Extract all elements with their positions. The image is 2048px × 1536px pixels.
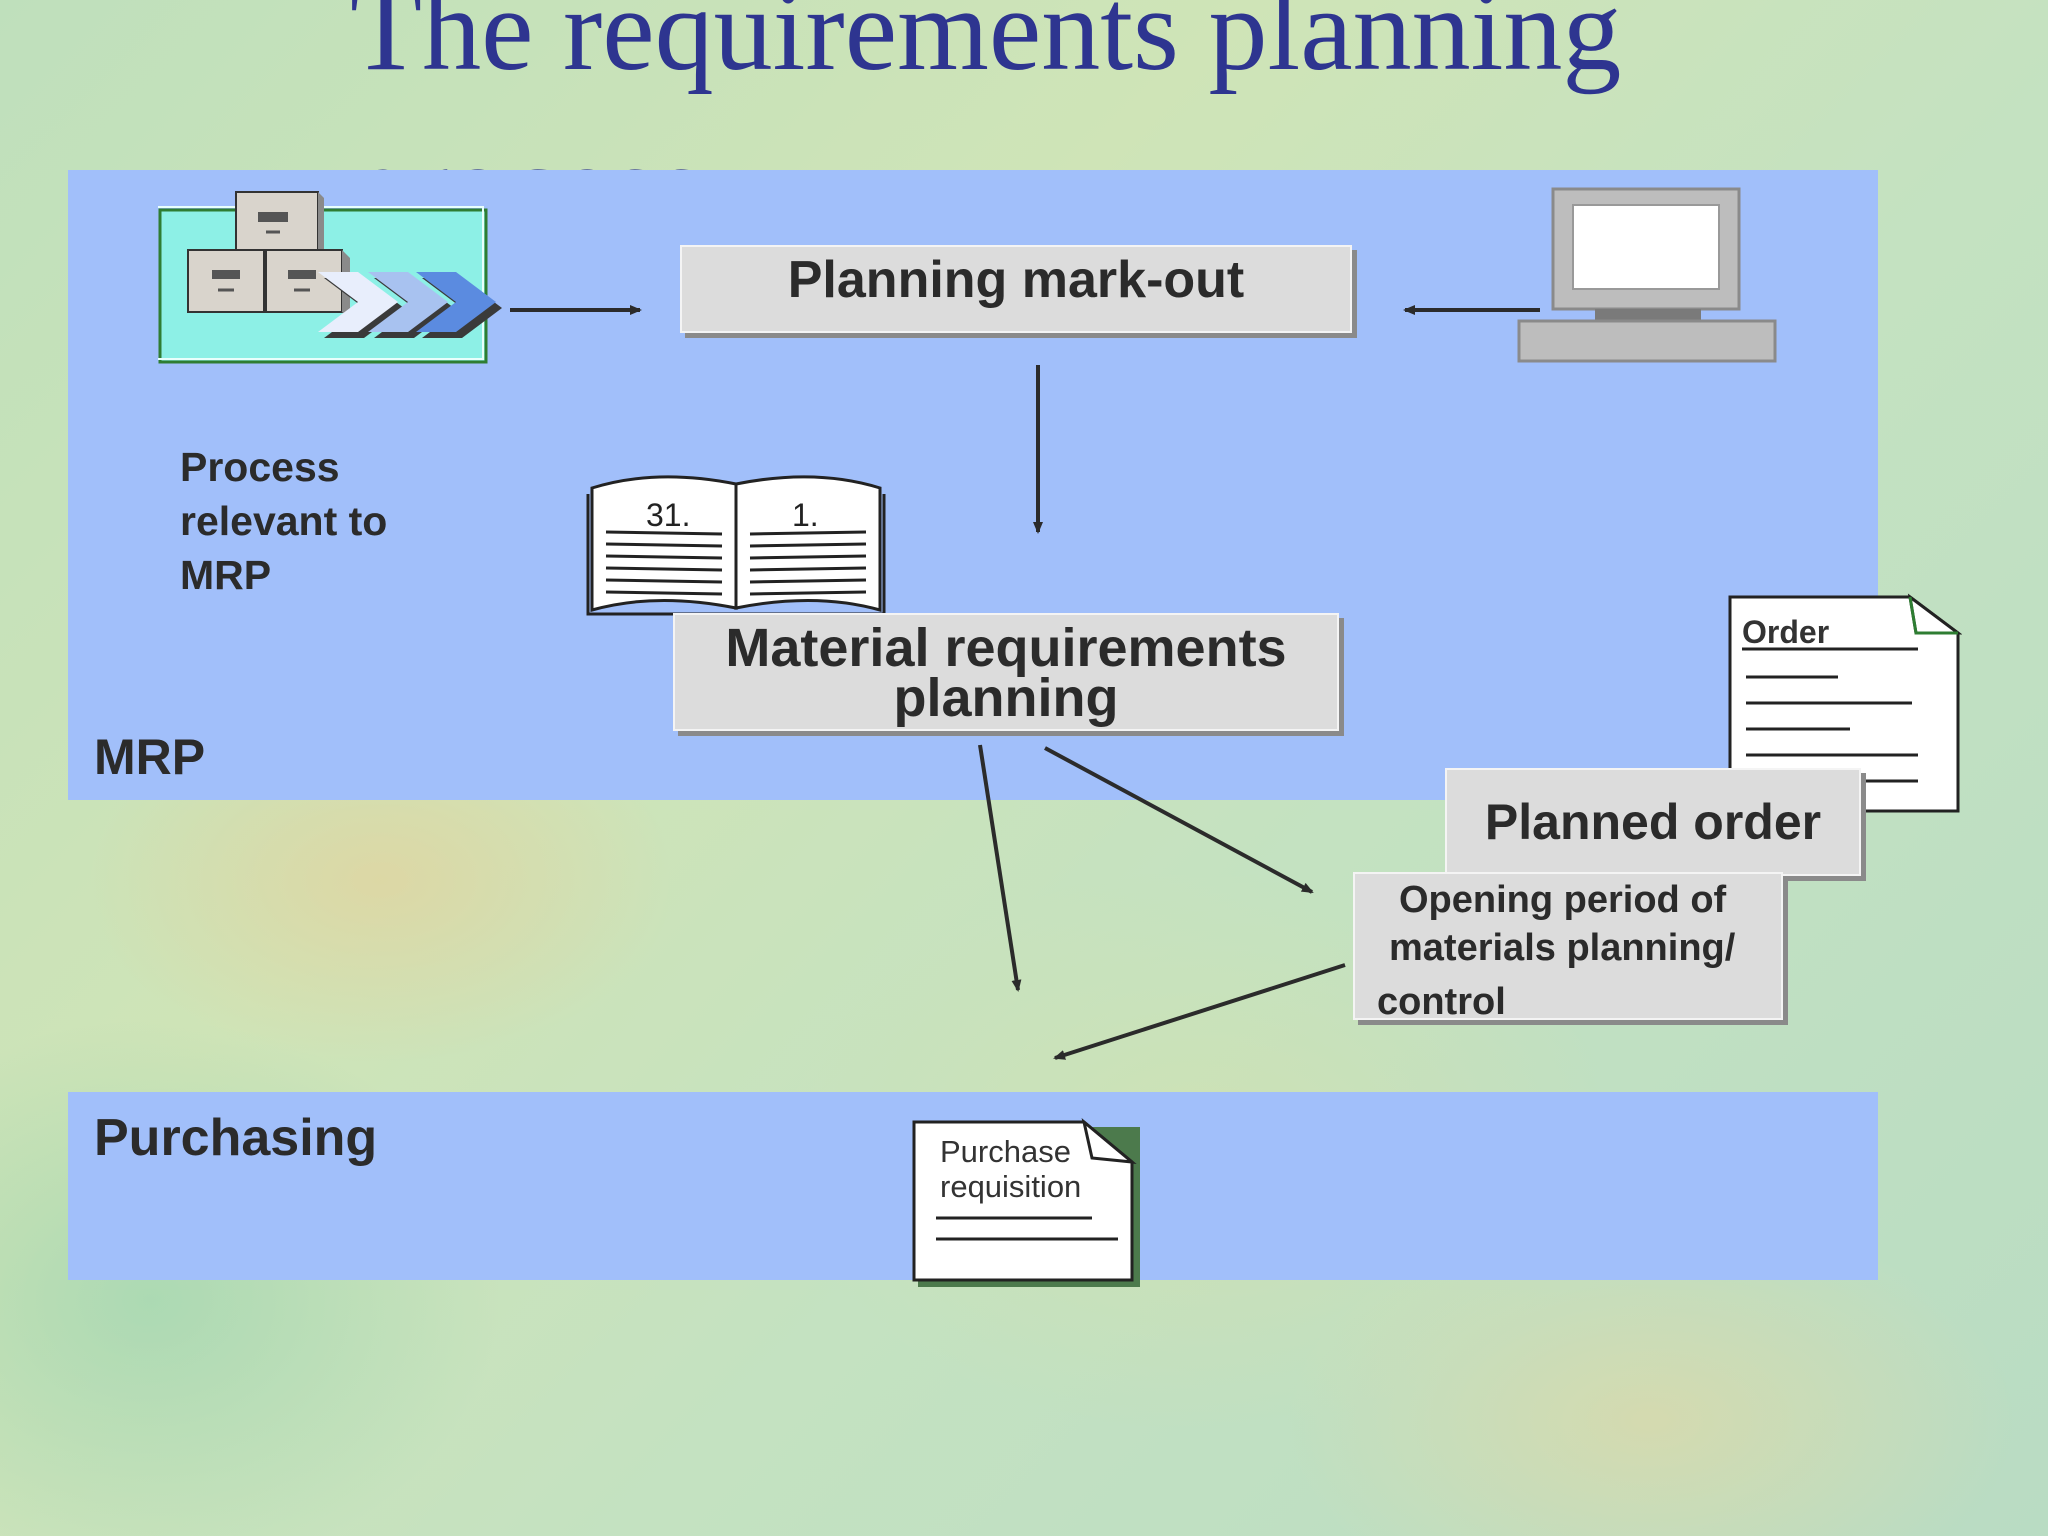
planning-markout-label: Planning mark-out bbox=[787, 251, 1245, 309]
material-requirements-planning-box: Material requirements planning bbox=[673, 613, 1339, 731]
opening-period-box: Opening period of materials planning/ co… bbox=[1353, 872, 1783, 1023]
purchase-req-line1: Purchase bbox=[940, 1134, 1071, 1169]
purchase-requisition-icon: Purchase requisition bbox=[912, 1118, 1140, 1287]
planning-markout-box: Planning mark-out bbox=[680, 245, 1352, 333]
arrow-opening-to-purchasing bbox=[1053, 963, 1346, 1060]
purchasing-band-label: Purchasing bbox=[94, 1109, 378, 1167]
planned-order-label: Planned order bbox=[1484, 794, 1822, 850]
book-icon: 31. 1. bbox=[586, 475, 886, 616]
order-document-label: Order bbox=[1742, 614, 1829, 650]
planned-order-box: Planned order bbox=[1445, 768, 1861, 876]
process-relevant-label: Process relevant to MRP bbox=[180, 444, 388, 598]
file-cabinet-icon bbox=[158, 191, 502, 364]
book-right-page: 1. bbox=[792, 497, 819, 533]
book-left-page: 31. bbox=[646, 497, 690, 533]
chevrons-icon bbox=[318, 272, 502, 338]
computer-icon bbox=[1517, 187, 1777, 363]
mrp-box-line1: Material requirements bbox=[725, 618, 1287, 678]
mrp-band-label: MRP bbox=[94, 729, 206, 785]
purchase-req-line2: requisition bbox=[940, 1169, 1081, 1204]
mrp-box-line2: planning bbox=[893, 668, 1119, 728]
